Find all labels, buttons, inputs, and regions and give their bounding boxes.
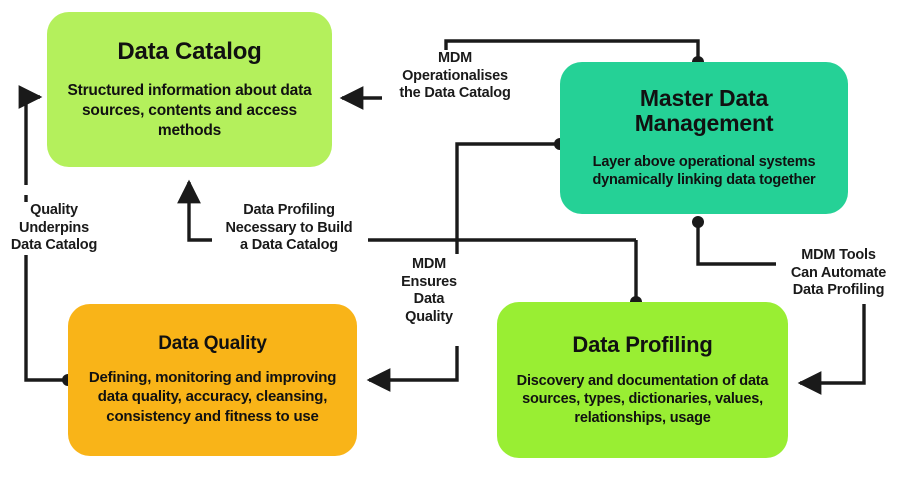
- edge-label-mdm-tools-automate: MDM Tools Can Automate Data Profiling: [778, 247, 899, 301]
- node-data-quality-description: Defining, monitoring and improving data …: [88, 369, 337, 425]
- node-data-profiling[interactable]: Data Profiling Discovery and documentati…: [497, 302, 788, 458]
- edge-quality-underpins-arrow-path: [18, 85, 43, 185]
- node-master-data-management-description: Layer above operational systems dynamica…: [592, 153, 816, 189]
- node-data-catalog-title: Data Catalog: [117, 37, 262, 65]
- node-data-catalog[interactable]: Data Catalog Structured information abou…: [47, 12, 332, 167]
- dot-mdm-bottom: [692, 216, 704, 228]
- edge-mdm-ensures-top-path: [455, 142, 560, 254]
- node-data-catalog-description: Structured information about data source…: [67, 81, 312, 139]
- node-data-profiling-description: Discovery and documentation of data sour…: [516, 372, 769, 426]
- edge-mdm-ensures-arrow-path: [366, 346, 459, 392]
- edge-label-mdm-ensures-data-quality: MDM Ensures Data Quality: [394, 256, 464, 327]
- edge-label-data-profiling-necessary: Data Profiling Necessary to Build a Data…: [213, 202, 365, 256]
- edge-label-mdm-operationalises: MDM Operationalises the Data Catalog: [385, 50, 525, 104]
- node-master-data-management-title: Master Data Management: [634, 85, 774, 137]
- edge-data-profiling-necessary-left-path: [177, 179, 212, 242]
- node-master-data-management[interactable]: Master Data Management Layer above opera…: [560, 62, 848, 214]
- edge-mdm-tools-arrow-path: [797, 304, 866, 395]
- node-data-quality-title: Data Quality: [158, 333, 267, 355]
- edge-mdm-tools-top-path: [696, 222, 776, 266]
- edge-label-quality-underpins: Quality Underpins Data Catalog: [2, 202, 106, 256]
- node-data-profiling-title: Data Profiling: [572, 331, 713, 357]
- node-data-quality[interactable]: Data Quality Defining, monitoring and im…: [68, 304, 357, 456]
